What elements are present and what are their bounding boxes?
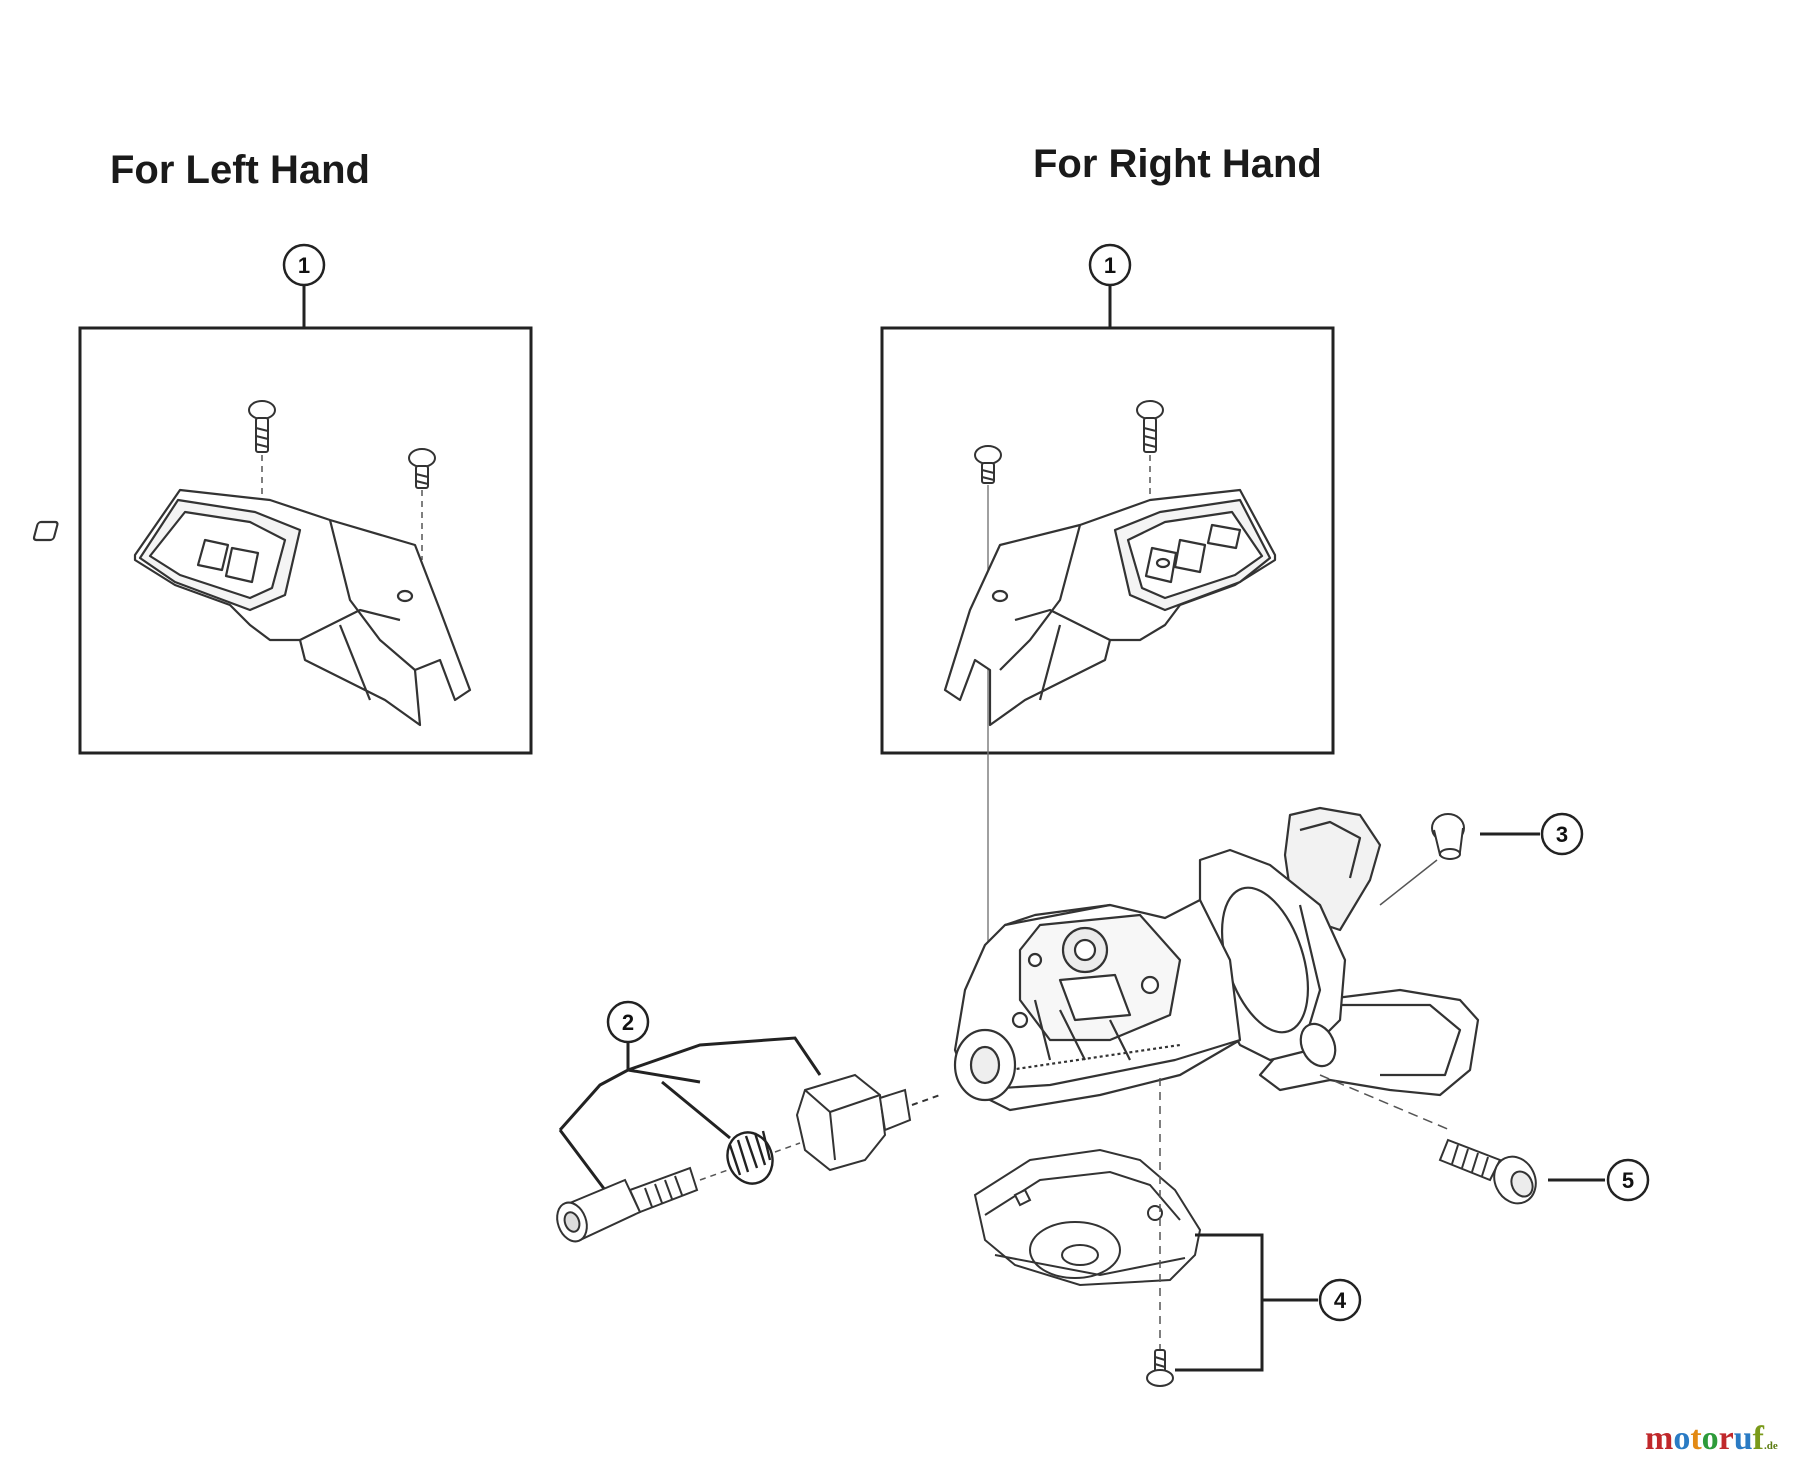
callout-bolt-number: 5 (1622, 1168, 1634, 1193)
callout-plug-number: 3 (1556, 822, 1568, 847)
right-hand-box (880, 326, 1335, 755)
bolt-icon (1438, 1138, 1537, 1205)
plug-icon (1431, 813, 1465, 860)
callout-left-box-number: 1 (298, 253, 310, 278)
callout-adjuster-group: 2 (558, 1000, 822, 1191)
watermark-letter: o (1673, 1420, 1691, 1457)
motoruf-watermark-logo: motoruf.de (1645, 1420, 1778, 1458)
left-hand-box (78, 326, 533, 755)
adjuster-barrel-icon (556, 1166, 699, 1243)
watermark-letter: r (1718, 1420, 1734, 1457)
adjuster-nut-icon (795, 1073, 941, 1172)
callout-bottom-cover: 4 (1318, 1278, 1362, 1322)
watermark-letter: t (1690, 1420, 1702, 1457)
callout-plug-group: 3 (1480, 812, 1584, 856)
watermark-tld: .de (1764, 1440, 1778, 1452)
bottom-cover-icon (973, 1148, 1202, 1287)
left-shifter-cover-icon (32, 488, 472, 727)
left-hand-heading: For Left Hand (110, 148, 370, 192)
watermark-letter: m (1645, 1420, 1674, 1457)
right-hand-heading: For Right Hand (1033, 142, 1322, 186)
right-screw-icon-2 (1136, 400, 1164, 453)
callout-bolt-group: 5 (1548, 1158, 1650, 1202)
watermark-letter: f (1752, 1420, 1764, 1457)
left-hand-cover-group: 1 (32, 243, 533, 755)
callout-left-box: 1 (282, 243, 326, 287)
callout-right-box: 1 (1088, 243, 1132, 287)
callout-plug: 3 (1540, 812, 1584, 856)
right-screw-icon-1 (974, 445, 1002, 484)
left-screw-icon-1 (248, 400, 276, 453)
callout-bolt: 5 (1606, 1158, 1650, 1202)
callout-adjuster: 2 (606, 1000, 650, 1044)
right-shifter-cover-icon (943, 488, 1277, 727)
adjuster-spring-icon (726, 1130, 774, 1185)
bottom-screw-icon (1146, 1349, 1174, 1387)
callout-bottom-cover-number: 4 (1334, 1288, 1347, 1313)
shifter-main-body-icon (953, 806, 1480, 1112)
callout-adjuster-number: 2 (622, 1010, 634, 1035)
watermark-brand: motoruf (1645, 1420, 1764, 1457)
watermark-letter: o (1701, 1420, 1719, 1457)
right-hand-cover-group: 1 (880, 243, 1335, 1020)
left-screw-icon-2 (408, 448, 436, 489)
callout-right-box-number: 1 (1104, 253, 1116, 278)
watermark-letter: u (1733, 1420, 1753, 1457)
callout-bottom-cover-group: 4 (1175, 1233, 1362, 1372)
